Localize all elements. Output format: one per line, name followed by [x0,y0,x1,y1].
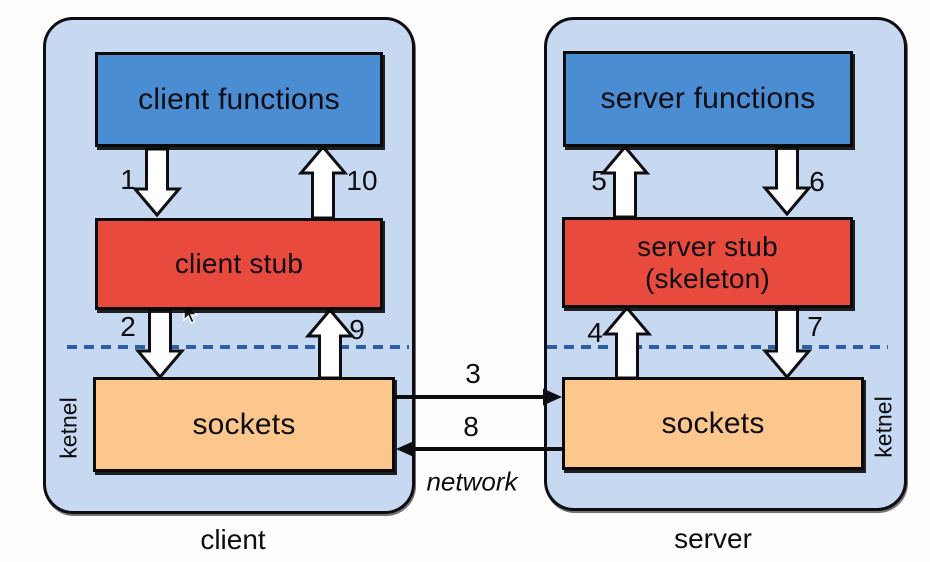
server-host-label: server [674,523,752,554]
server-functions-box: server functions [563,51,853,147]
client-stub-box: client stub [95,218,383,310]
client-functions-label: client functions [138,82,340,116]
step-label-10: 10 [346,165,378,196]
server-functions-label: server functions [600,82,816,116]
step-label-7: 7 [807,311,823,342]
server-stub-label-line2: (skeleton) [645,262,770,294]
server-stub-box: server stub (skeleton) [562,217,853,308]
client-sockets-label: sockets [192,407,296,441]
server-sockets-label: sockets [661,406,765,440]
step-label-2: 2 [120,311,136,342]
client-functions-box: client functions [95,52,383,147]
step-label-4: 4 [587,317,603,348]
step-label-3: 3 [465,358,481,389]
client-stub-label: client stub [174,248,304,280]
server-stub-label-line1: server stub [637,231,778,263]
client-host-label: client [200,524,266,555]
step-label-9: 9 [349,314,365,345]
step-label-5: 5 [591,165,607,196]
client-sockets-box: sockets [93,377,395,472]
server-sockets-box: sockets [562,377,864,470]
client-kernel-label: ketnel [55,397,82,459]
step-label-1: 1 [120,164,136,195]
step-label-6: 6 [809,166,825,197]
server-kernel-label: ketnel [870,396,897,458]
network-label: network [426,466,518,497]
step-label-8: 8 [463,411,479,442]
